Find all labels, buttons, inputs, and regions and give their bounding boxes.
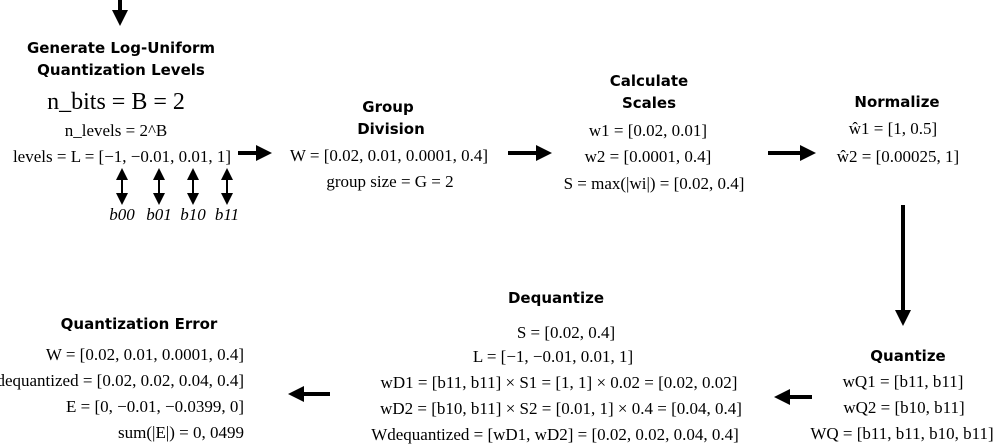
dequantize-eq-wdeq: Wdequantized = [wD1, wD2] = [0.02, 0.02,…	[371, 425, 739, 444]
bit-label-b11: b11	[214, 205, 240, 224]
normalize-title: Normalize	[854, 93, 940, 111]
generate-title-line1: Generate Log-Uniform	[26, 39, 216, 57]
bit-label-b01: b01	[146, 205, 172, 224]
quantize-eq-wq: WQ = [b11, b11, b10, b11]	[810, 424, 994, 443]
quantize-title: Quantize	[870, 347, 946, 365]
scales-eq-w2: w2 = [0.0001, 0.4]	[584, 147, 712, 166]
group-eq-g: group size = G = 2	[326, 172, 454, 191]
error-eq-sum: sum(|E|) = 0, 0499	[118, 423, 244, 442]
scales-title-line2: Scales	[621, 94, 677, 112]
scales-eq-w1: w1 = [0.02, 0.01]	[588, 121, 708, 140]
scales-eq-s: S = max(|wi|) = [0.02, 0.4]	[563, 174, 745, 193]
generate-eq-nlevels: n_levels = 2^B	[64, 121, 168, 140]
bit-label-b00: b00	[109, 205, 135, 224]
error-eq-e: E = [0, −0.01, −0.0399, 0]	[66, 397, 244, 416]
generate-title-line2: Quantization Levels	[37, 61, 205, 79]
error-title: Quantization Error	[60, 315, 218, 333]
generate-eq-levels: levels = L = [−1, −0.01, 0.01, 1]	[12, 147, 232, 166]
bit-label-b10: b10	[180, 205, 206, 224]
normalize-eq-w2: ŵ2 = [0.00025, 1]	[836, 147, 960, 166]
group-eq-w: W = [0.02, 0.01, 0.0001, 0.4]	[289, 146, 489, 165]
error-eq-w: W = [0.02, 0.01, 0.0001, 0.4]	[45, 345, 244, 364]
dequantize-eq-wd1: wD1 = [b11, b11] × S1 = [1, 1] × 0.02 = …	[380, 373, 738, 392]
dequantize-eq-s: S = [0.02, 0.4]	[516, 323, 616, 342]
normalize-eq-w1: ŵ1 = [1, 0.5]	[848, 119, 938, 138]
quantize-eq-wq1: wQ1 = [b11, b11]	[842, 372, 964, 391]
generate-eq-nbits: n_bits = B = 2	[47, 89, 185, 115]
group-title-line1: Group	[362, 98, 414, 116]
error-eq-wdeq: Wdequantized = [0.02, 0.02, 0.04, 0.4]	[0, 371, 244, 390]
scales-title-line1: Calculate	[609, 72, 689, 90]
dequantize-title: Dequantize	[507, 289, 605, 307]
dequantize-eq-wd2: wD2 = [b10, b11] × S2 = [0.01, 1] × 0.4 …	[380, 399, 742, 418]
group-title-line2: Division	[357, 120, 425, 138]
dequantize-eq-l: L = [−1, −0.01, 0.01, 1]	[472, 347, 634, 366]
quantize-eq-wq2: wQ2 = [b10, b11]	[843, 398, 965, 417]
